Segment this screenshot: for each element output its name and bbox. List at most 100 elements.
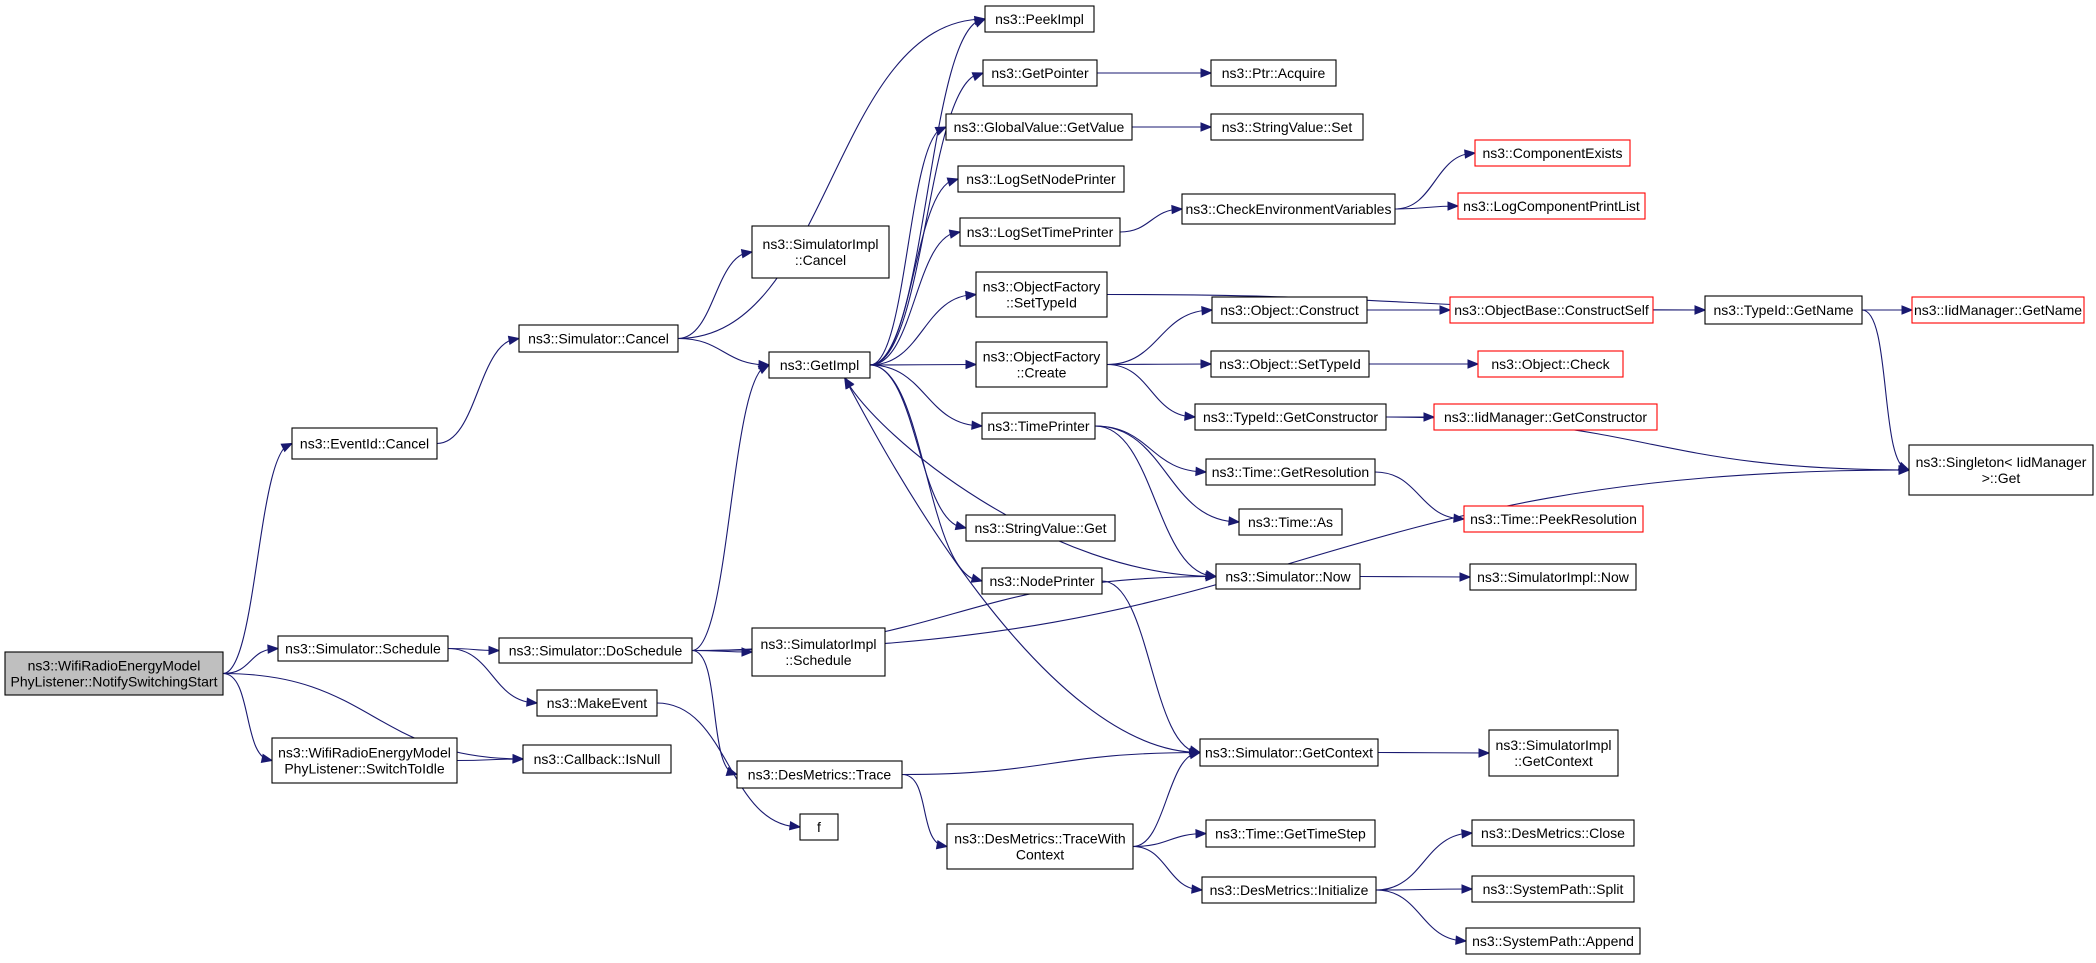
edge-arrowhead [788,821,802,831]
node-getimpl[interactable]: ns3::GetImpl [768,351,871,379]
node-box [975,271,1108,318]
node-globalvalue-getvalue[interactable]: ns3::GlobalValue::GetValue [945,113,1133,141]
node-typeid-getname[interactable]: ns3::TypeId::GetName [1704,295,1863,325]
node-label: ns3::DesMetrics::Trace [748,767,892,783]
edge-sim-schedule-to-makeevent [447,647,538,704]
edge-sim-cancel-to-getimpl [677,337,770,366]
node-box [1433,403,1658,431]
node-desmetrics-trace[interactable]: ns3::DesMetrics::Trace [736,760,903,789]
node-box [1210,113,1364,141]
edge-arrowhead [1201,306,1214,316]
edge-desmetrics-initialize-to-systempath-append [1375,889,1467,942]
edge-getimpl-to-objfactory-settypeid [869,293,977,366]
node-simimpl-schedule[interactable]: ns3::SimulatorImpl::Schedule [751,627,886,677]
node-simimpl-cancel[interactable]: ns3::SimulatorImpl::Cancel [751,225,890,279]
node-label: ns3::SimulatorImpl::Now [1477,569,1630,585]
node-simimpl-getcontext[interactable]: ns3::SimulatorImpl::GetContext [1488,729,1619,777]
node-iidmanager-getconstructor[interactable]: ns3::IidManager::GetConstructor [1433,403,1658,431]
node-label: ::SetTypeId [1006,295,1077,311]
node-objfactory-settypeid[interactable]: ns3::ObjectFactory::SetTypeId [975,271,1108,318]
node-box [736,760,903,789]
node-peekimpl[interactable]: ns3::PeekImpl [984,5,1095,33]
node-logcomponentprintlist[interactable]: ns3::LogComponentPrintList [1457,192,1646,220]
node-label: ns3::Simulator::DoSchedule [509,643,683,659]
node-label: PhyListener::NotifySwitchingStart [11,674,218,690]
node-logsettimeprinter[interactable]: ns3::LogSetTimePrinter [959,217,1121,247]
node-desmetrics-initialize[interactable]: ns3::DesMetrics::Initialize [1201,876,1377,904]
edge-getimpl-to-stringvalue-get [869,364,967,529]
edge-arrowhead [1694,305,1707,315]
node-iidmanager-getname[interactable]: ns3::IidManager::GetName [1911,296,2085,324]
node-root[interactable]: ns3::WifiRadioEnergyModelPhyListener::No… [4,651,224,696]
node-label: ns3::TypeId::GetName [1713,302,1853,318]
node-box [1911,296,2085,324]
node-time-peekresolution[interactable]: ns3::Time::PeekResolution [1463,505,1644,533]
node-label: ns3::IidManager::GetName [1914,302,2082,318]
node-desmetrics-close[interactable]: ns3::DesMetrics::Close [1471,819,1635,847]
node-timeprinter[interactable]: ns3::TimePrinter [981,412,1096,440]
nodes-layer: ns3::WifiRadioEnergyModelPhyListener::No… [4,5,2094,955]
node-box [1449,296,1654,324]
node-label: f [817,819,821,835]
edge-typeid-getname-to-singleton-get [1861,309,1910,471]
node-sim-cancel[interactable]: ns3::Simulator::Cancel [518,324,679,353]
node-f[interactable]: f [799,813,839,841]
edge-arrowhead [1459,572,1472,582]
node-sim-schedule[interactable]: ns3::Simulator::Schedule [277,635,449,662]
node-objectbase-constructself[interactable]: ns3::ObjectBase::ConstructSelf [1449,296,1654,324]
node-time-gettimestep[interactable]: ns3::Time::GetTimeStep [1205,819,1376,848]
node-box [1471,875,1635,903]
node-box [799,813,839,841]
edge-arrowhead [1195,829,1208,839]
edge-nodeprinter-to-sim-getcontext [1101,580,1201,754]
node-componentexists[interactable]: ns3::ComponentExists [1474,139,1631,167]
edge-arrowhead [757,364,771,375]
edge-root-to-cb-isnull [222,672,524,760]
node-label: ns3::ComponentExists [1482,145,1622,161]
node-box [975,341,1108,388]
node-systempath-split[interactable]: ns3::SystemPath::Split [1471,875,1635,903]
edge-arrowhead [740,249,754,259]
edge-getimpl-to-getpointer [869,72,984,366]
node-logsetnodeprinter[interactable]: ns3::LogSetNodePrinter [957,165,1125,193]
node-stringvalue-set[interactable]: ns3::StringValue::Set [1210,113,1364,141]
node-label: ns3::SimulatorImpl [761,636,877,652]
edge-arrowhead [1461,884,1474,894]
node-sim-getcontext[interactable]: ns3::Simulator::GetContext [1199,738,1379,767]
node-box [965,514,1116,542]
edge-arrowhead [1184,411,1197,421]
node-ptr-acquire[interactable]: ns3::Ptr::Acquire [1210,59,1337,87]
node-checkenv[interactable]: ns3::CheckEnvironmentVariables [1181,193,1396,225]
node-singleton-get[interactable]: ns3::Singleton< IidManager >::Get [1908,444,2094,496]
node-simimpl-now[interactable]: ns3::SimulatorImpl::Now [1469,563,1637,591]
node-makeevent[interactable]: ns3::MakeEvent [536,689,658,717]
edge-sim-getcontext-to-getimpl [844,377,1201,754]
node-stringvalue-get[interactable]: ns3::StringValue::Get [965,514,1116,542]
node-box [498,637,693,664]
edge-arrowhead [954,520,968,531]
node-switchtoidle[interactable]: ns3::WifiRadioEnergyModelPhyListener::Sw… [271,737,458,784]
edge-arrowhead [935,839,949,850]
node-time-getresolution[interactable]: ns3::Time::GetResolution [1205,458,1376,486]
node-eventid-cancel[interactable]: ns3::EventId::Cancel [291,427,438,460]
node-systempath-append[interactable]: ns3::SystemPath::Append [1465,927,1641,955]
edge-getimpl-to-globalvalue-getvalue [869,126,947,366]
node-box [981,567,1103,595]
edge-getimpl-to-logsetnodeprinter [869,178,959,366]
node-time-as[interactable]: ns3::Time::As [1238,508,1343,536]
node-nodeprinter[interactable]: ns3::NodePrinter [981,567,1103,595]
node-object-check[interactable]: ns3::Object::Check [1477,350,1624,378]
node-label: ns3::WifiRadioEnergyModel [28,658,201,674]
node-typeid-getconstructor[interactable]: ns3::TypeId::GetConstructor [1194,403,1387,431]
node-getpointer[interactable]: ns3::GetPointer [982,59,1098,87]
node-sim-now[interactable]: ns3::Simulator::Now [1215,563,1361,590]
edge-arrowhead [260,753,274,763]
node-sim-doschedule[interactable]: ns3::Simulator::DoSchedule [498,637,693,664]
edge-objfactory-create-to-typeid-getconstructor [1106,363,1196,418]
node-objfactory-create[interactable]: ns3::ObjectFactory::Create [975,341,1108,388]
node-cb-isnull[interactable]: ns3::Callback::IsNull [522,744,672,774]
node-box [1488,729,1619,777]
node-object-settypeid[interactable]: ns3::Object::SetTypeId [1210,350,1370,378]
node-object-construct[interactable]: ns3::Object::Construct [1211,296,1368,324]
